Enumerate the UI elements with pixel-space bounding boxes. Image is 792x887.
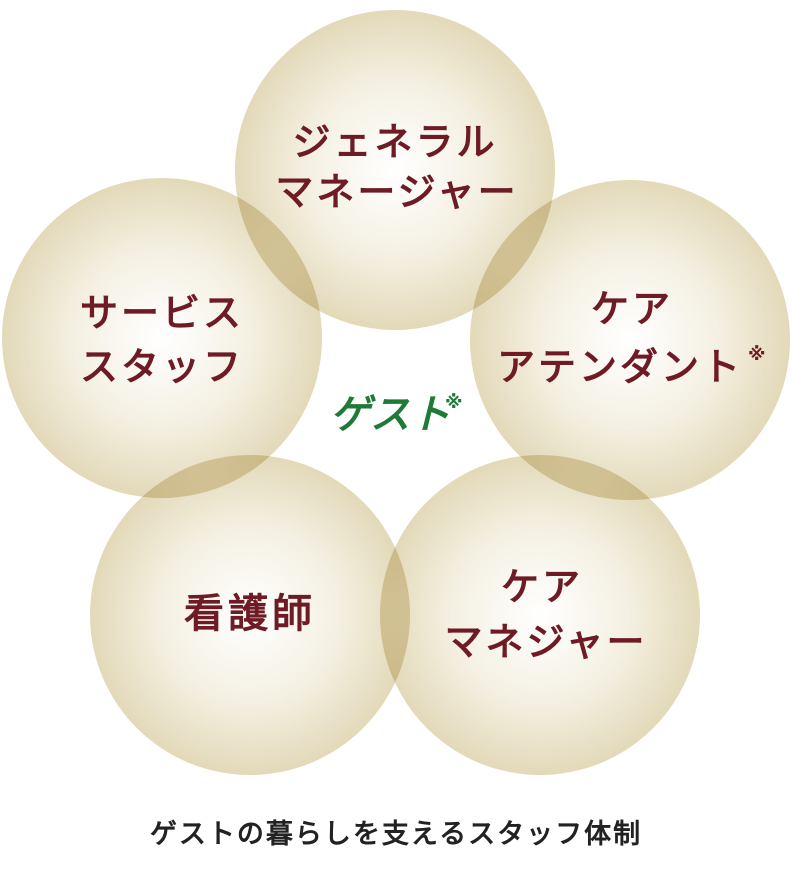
role-line: ケア	[591, 287, 673, 331]
role-label-general-manager: ジェネラル マネージャー	[275, 120, 518, 214]
diagram-caption: ゲストの暮らしを支えるスタッフ体制	[149, 819, 643, 850]
circle-care-attendant	[470, 180, 790, 500]
role-line: サービス	[80, 291, 244, 335]
role-label-nurse: 看護師	[184, 591, 316, 637]
note-mark: ※	[445, 392, 463, 413]
note-mark: ※	[748, 344, 766, 365]
role-label-care-manager: ケア マネジャー	[444, 565, 647, 664]
role-label-service-staff: サービス スタッフ	[80, 291, 244, 389]
role-line: マネージャー	[275, 170, 518, 214]
guest-label: ゲスト ※	[330, 392, 463, 438]
role-line: アテンダント	[497, 345, 743, 389]
guest-text: ゲスト	[330, 392, 450, 438]
role-line: スタッフ	[80, 345, 244, 389]
circle-care-manager	[380, 455, 700, 775]
role-line: ケア	[501, 565, 583, 609]
circle-service-staff	[2, 178, 322, 498]
role-line: マネジャー	[444, 620, 647, 664]
role-label-care-attendant: ケア アテンダント ※	[497, 287, 766, 389]
role-circles	[2, 10, 790, 775]
circle-general-manager	[235, 10, 555, 330]
circle-nurse	[90, 455, 410, 775]
role-line: 看護師	[184, 591, 316, 637]
role-line: ジェネラル	[292, 120, 497, 164]
